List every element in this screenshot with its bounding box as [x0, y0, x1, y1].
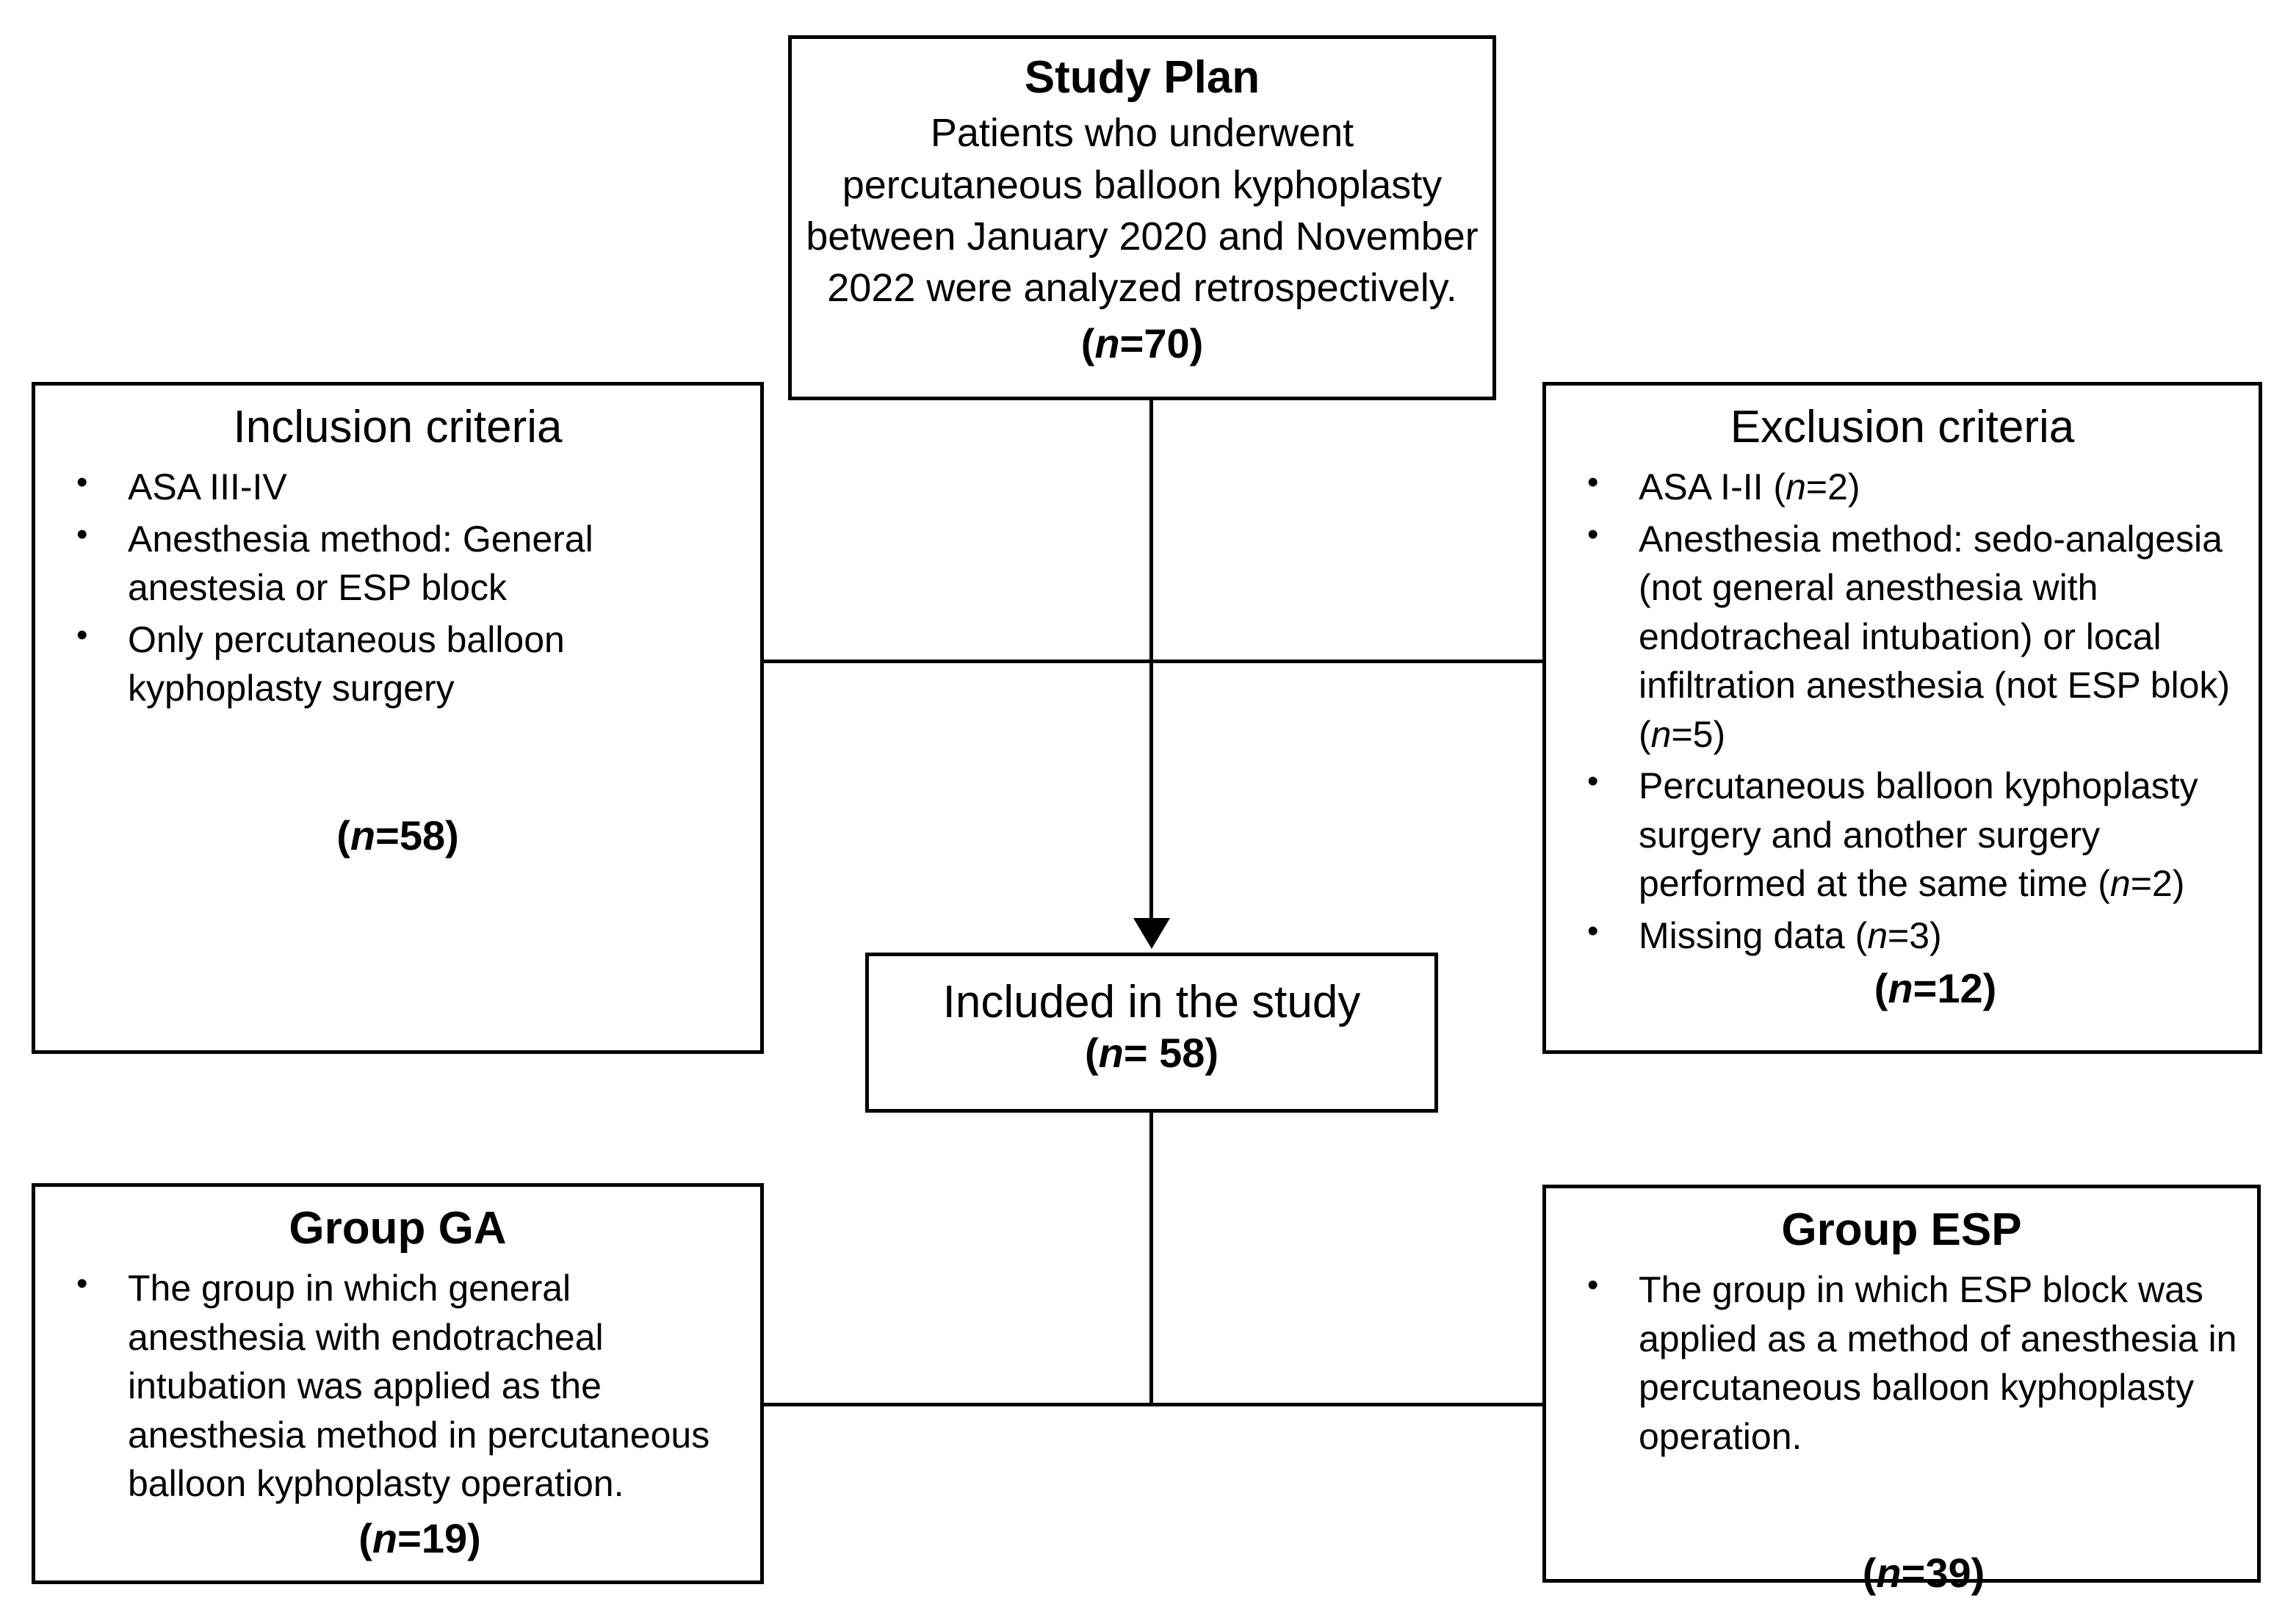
list-item-text-before: Anesthesia method: sedo-analgesia (not g… [1639, 518, 2231, 755]
count-value: = 58 [1123, 1030, 1205, 1077]
node-inclusion-criteria: Inclusion criteria ASA III-IV Anesthesia… [32, 382, 764, 1054]
group-ga-count: (n=19) [48, 1514, 747, 1562]
inclusion-criteria-title: Inclusion criteria [233, 402, 563, 452]
connector-included-to-groups [1149, 1113, 1153, 1406]
node-group-esp: Group ESP The group in which ESP block w… [1542, 1185, 2261, 1596]
group-ga-title: Group GA [289, 1203, 507, 1254]
count-close-paren: ) [1971, 1550, 1985, 1597]
inclusion-criteria-count: (n=58) [35, 812, 760, 859]
list-item: The group in which ESP block was applied… [1559, 1264, 2244, 1461]
list-item: The group in which general anesthesia wi… [48, 1262, 747, 1509]
list-item-n-symbol: n [2109, 863, 2131, 905]
list-item: Percutaneous balloon kyphoplasty surgery… [1559, 760, 2245, 908]
node-study-plan: Study Plan Patients who underwent percut… [788, 35, 1496, 400]
node-group-ga: Group GA The group in which general anes… [32, 1183, 764, 1584]
count-n-symbol: n [1888, 965, 1913, 1012]
count-value: =70 [1119, 320, 1190, 367]
list-item: ASA III-IV [48, 461, 747, 512]
connector-groups-crossbar [764, 1403, 1544, 1406]
group-esp-count: (n=39) [1559, 1549, 2244, 1597]
list-item: Missing data (n=3) [1559, 910, 2245, 961]
list-item-text-before: ASA I-II ( [1639, 466, 1786, 508]
count-n-symbol: n [1094, 320, 1120, 367]
node-exclusion-criteria: Exclusion criteria ASA I-II (n=2) Anesth… [1542, 382, 2262, 1054]
inclusion-criteria-list: ASA III-IV Anesthesia method: General an… [48, 461, 747, 713]
group-esp-title: Group ESP [1781, 1204, 2022, 1255]
list-item: ASA I-II (n=2) [1559, 461, 2245, 512]
count-close-paren: ) [445, 812, 459, 859]
count-open-paren: ( [1862, 1550, 1877, 1597]
exclusion-criteria-title: Exclusion criteria [1730, 402, 2075, 452]
count-n-symbol: n [1876, 1550, 1902, 1597]
included-in-study-title: Included in the study [942, 977, 1361, 1027]
count-n-symbol: n [350, 812, 376, 859]
list-item-text-after: =5) [1671, 713, 1726, 755]
connector-inclusion-exclusion-crossbar [764, 660, 1544, 663]
list-item-text-after: =2) [1805, 466, 1860, 508]
count-open-paren: ( [358, 1514, 372, 1561]
count-value: =19 [397, 1514, 468, 1561]
count-n-symbol: n [372, 1514, 398, 1561]
list-item-text-before: Percutaneous balloon kyphoplasty surgery… [1639, 765, 2198, 905]
count-value: =12 [1913, 965, 1983, 1012]
list-item-text-after: =3) [1888, 914, 1942, 956]
count-value: =39 [1901, 1550, 1971, 1597]
count-close-paren: ) [1982, 965, 1997, 1012]
list-item-text-after: =2) [2130, 863, 2185, 905]
list-item: Anesthesia method: General anestesia or … [48, 513, 747, 613]
group-ga-list: The group in which general anesthesia wi… [48, 1262, 747, 1509]
arrowhead-to-included [1133, 918, 1170, 949]
list-item-n-symbol: n [1867, 914, 1888, 956]
count-open-paren: ( [336, 812, 350, 859]
study-plan-count: (n=70) [805, 319, 1479, 367]
count-close-paren: ) [467, 1514, 481, 1561]
list-item-n-symbol: n [1650, 713, 1672, 755]
study-plan-title: Study Plan [1024, 52, 1260, 103]
count-open-paren: ( [1874, 965, 1888, 1012]
list-item-text-before: Missing data ( [1639, 914, 1868, 956]
included-in-study-count: (n= 58) [882, 1029, 1421, 1077]
count-close-paren: ) [1189, 320, 1204, 367]
list-item: Anesthesia method: sedo-analgesia (not g… [1559, 513, 2245, 759]
count-n-symbol: n [1098, 1030, 1124, 1077]
count-open-paren: ( [1080, 320, 1095, 367]
list-item-n-symbol: n [1786, 466, 1806, 508]
count-value: =58 [375, 812, 446, 859]
count-open-paren: ( [1084, 1030, 1099, 1077]
study-plan-body: Patients who underwent percutaneous ball… [806, 111, 1479, 310]
exclusion-criteria-count: (n=12) [1559, 964, 2245, 1012]
list-item: Only percutaneous balloon kyphoplasty su… [48, 614, 747, 713]
exclusion-criteria-list: ASA I-II (n=2) Anesthesia method: sedo-a… [1559, 461, 2245, 961]
group-esp-list: The group in which ESP block was applied… [1559, 1264, 2244, 1461]
count-close-paren: ) [1205, 1030, 1219, 1077]
node-included-in-study: Included in the study (n= 58) [865, 953, 1438, 1113]
